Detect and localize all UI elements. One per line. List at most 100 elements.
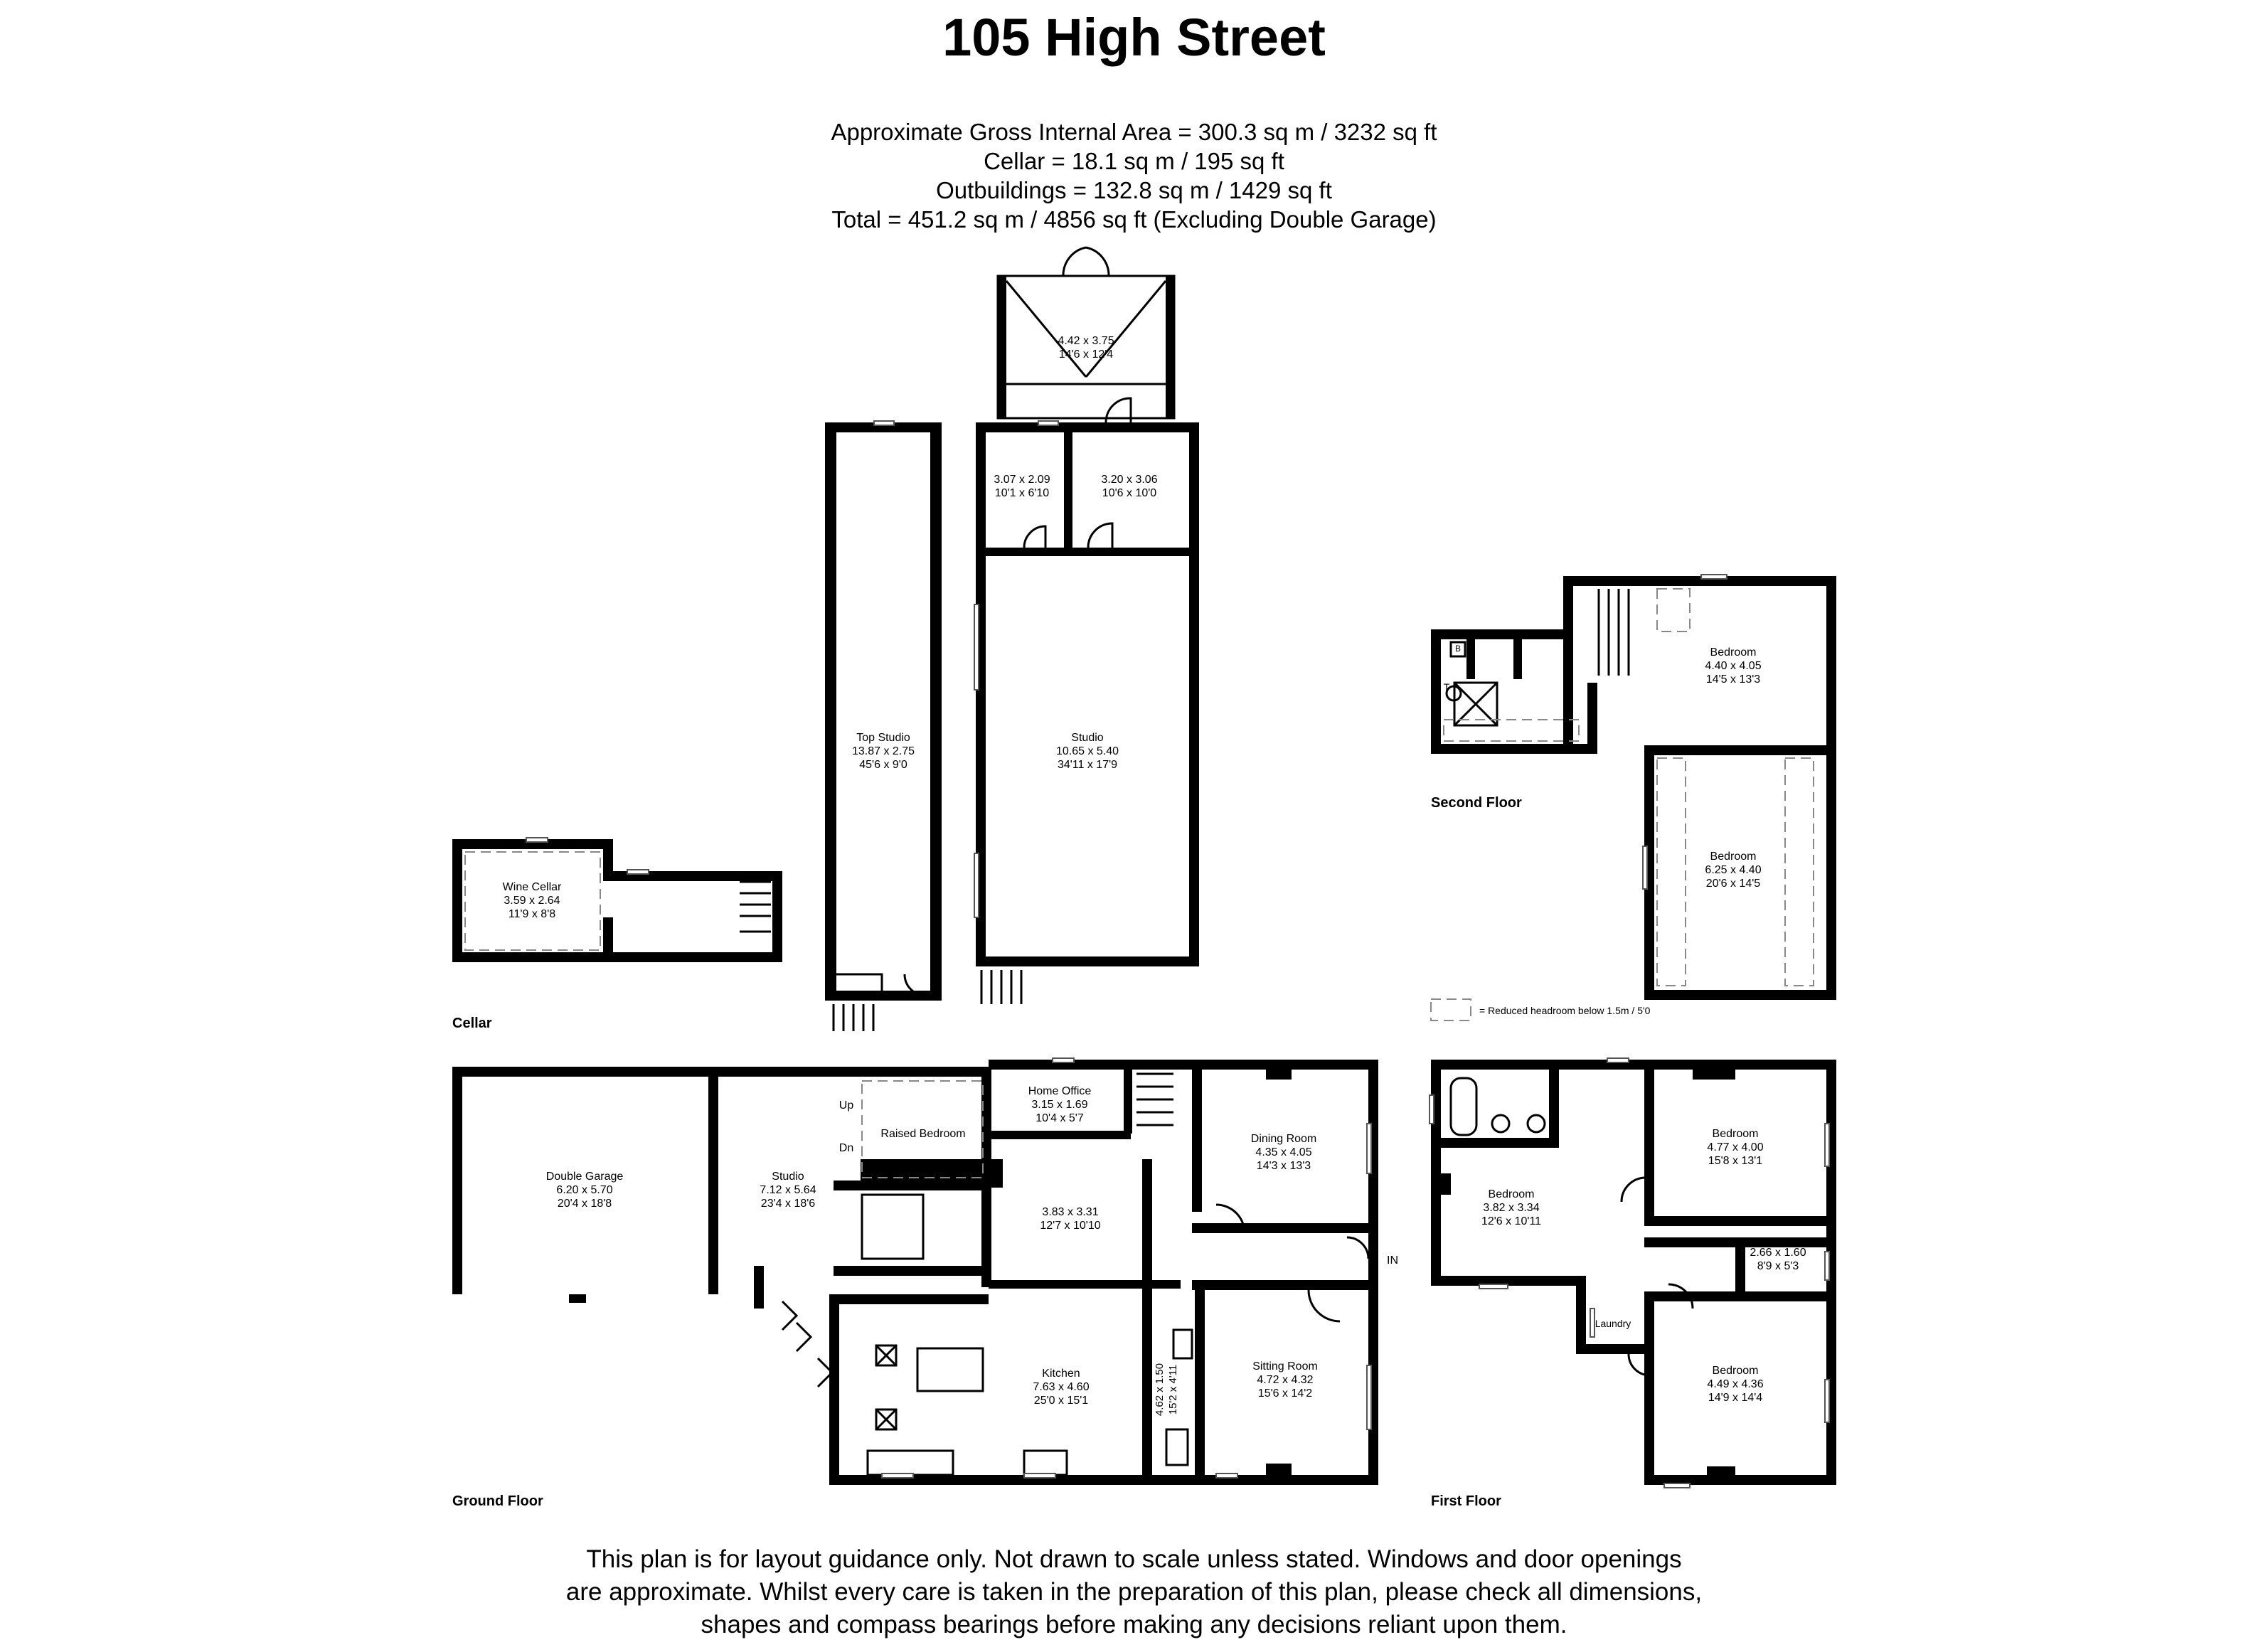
room-name: Dining Room — [1250, 1133, 1317, 1145]
room-dims-imperial: 45'6 x 9'0 — [859, 759, 907, 771]
room-dims-metric: 3.82 x 3.34 — [1483, 1202, 1540, 1214]
room-top-studio: Top Studio 13.87 x 2.75 45'6 x 9'0 — [852, 731, 915, 772]
room-dims-imperial: 14'6 x 12'4 — [1058, 348, 1114, 361]
floor-label-second: Second Floor — [1431, 795, 1522, 811]
room-dims-metric: 7.12 x 5.64 — [760, 1184, 816, 1196]
room-dims-metric: 4.49 x 4.36 — [1707, 1378, 1764, 1390]
room-bedroom-first-4: Bedroom 4.49 x 4.36 14'9 x 14'4 — [1707, 1364, 1763, 1405]
room-dims-metric: 10.65 x 5.40 — [1055, 745, 1119, 757]
room-dims-imperial: 15'8 x 13'1 — [1708, 1155, 1763, 1167]
room-name: Bedroom — [1710, 646, 1757, 659]
room-dims-metric: 3.20 x 3.06 — [1101, 474, 1158, 486]
room-name: Raised Bedroom — [880, 1128, 966, 1140]
room-dims-imperial: 14'5 x 13'3 — [1705, 673, 1761, 686]
conservatory — [996, 246, 1176, 420]
room-dims-metric: 3.15 x 1.69 — [1031, 1099, 1088, 1111]
room-dims-imperial: 25'0 x 15'1 — [1033, 1395, 1089, 1407]
room-dims-metric: 3.59 x 2.64 — [504, 895, 560, 907]
room-name: Studio — [1071, 732, 1104, 744]
room-dims-metric: 4.72 x 4.32 — [1257, 1374, 1314, 1386]
outbuildings — [825, 246, 1199, 1031]
top-studio-walls — [825, 420, 942, 1031]
room-dims-imperial: 12'7 x 10'10 — [1040, 1220, 1101, 1232]
room-dims-imperial: 14'3 x 13'3 — [1256, 1160, 1311, 1172]
room-conservatory: 4.42 x 3.75 14'6 x 12'4 — [1058, 334, 1114, 361]
room-name: Wine Cellar — [502, 881, 562, 893]
room-kitchen: Kitchen 7.63 x 4.60 25'0 x 15'1 — [1033, 1367, 1089, 1407]
room-dims-imperial: 8'9 x 5'3 — [1757, 1260, 1799, 1272]
room-dims-metric: 2.66 x 1.60 — [1750, 1247, 1806, 1259]
room-name: Studio — [772, 1171, 804, 1183]
disclaimer: This plan is for layout guidance only. N… — [0, 1543, 2268, 1641]
room-dims-imperial: 14'9 x 14'4 — [1708, 1392, 1763, 1404]
room-dims-metric: 13.87 x 2.75 — [851, 745, 915, 757]
ground-floor-plan — [452, 1057, 1378, 1485]
room-raised-bedroom: Raised Bedroom — [880, 1127, 965, 1141]
room-dims-metric: 7.63 x 4.60 — [1033, 1381, 1090, 1393]
room-name: Top Studio — [856, 732, 910, 744]
room-sitting-room: Sitting Room 4.72 x 4.32 15'6 x 14'2 — [1252, 1360, 1318, 1400]
room-home-office: Home Office 3.15 x 1.69 10'4 x 5'7 — [1028, 1085, 1092, 1125]
stair-up-label: Up — [838, 1099, 854, 1112]
room-dims-metric: 4.42 x 3.75 — [1058, 335, 1114, 347]
room-first-small: 2.66 x 1.60 8'9 x 5'3 — [1750, 1246, 1806, 1273]
studio-outbuilding-walls — [974, 397, 1199, 1004]
room-dims-imperial: 10'6 x 10'0 — [1102, 487, 1157, 499]
floor-label-first: First Floor — [1431, 1493, 1501, 1509]
room-dims-imperial: 15'6 x 14'2 — [1257, 1387, 1313, 1400]
room-dims-metric: 3.07 x 2.09 — [994, 474, 1050, 486]
room-bedroom-first-1: Bedroom 3.82 x 3.34 12'6 x 10'11 — [1481, 1188, 1541, 1228]
room-studio-ground: Studio 7.12 x 5.64 23'4 x 18'6 — [760, 1170, 816, 1210]
room-dims-imperial: 10'4 x 5'7 — [1035, 1112, 1084, 1124]
plan-title: 105 High Street — [942, 8, 1326, 67]
room-double-garage: Double Garage 6.20 x 5.70 20'4 x 18'8 — [546, 1170, 624, 1210]
room-dims-imperial: 34'11 x 17'9 — [1057, 759, 1118, 771]
boiler-mark: B — [1454, 644, 1462, 654]
floor-label-ground: Ground Floor — [452, 1493, 543, 1509]
stair-down-label: Dn — [838, 1142, 854, 1154]
room-dims-metric: 4.40 x 4.05 — [1705, 660, 1762, 672]
room-name: Home Office — [1028, 1085, 1092, 1097]
room-bedroom-second-1: Bedroom 4.40 x 4.05 14'5 x 13'3 — [1705, 646, 1761, 686]
room-dims-imperial: 20'6 x 14'5 — [1705, 878, 1761, 890]
room-outbuilding-b: 3.20 x 3.06 10'6 x 10'0 — [1101, 473, 1157, 500]
room-dims-imperial: 10'1 x 6'10 — [994, 487, 1050, 499]
area-summary: Approximate Gross Internal Area = 300.3 … — [0, 117, 2268, 234]
room-name: Bedroom — [1488, 1188, 1535, 1200]
room-dims-imperial: 15'2 x 4'11 — [1167, 1364, 1179, 1415]
area-line-outbuildings: Outbuildings = 132.8 sq m / 1429 sq ft — [936, 177, 1332, 203]
legend-reduced-headroom: = Reduced headroom below 1.5m / 5'0 — [1479, 1005, 1651, 1016]
room-dims-metric: 4.62 x 1.50 — [1154, 1363, 1166, 1417]
room-dims-imperial: 11'9 x 8'8 — [508, 908, 556, 920]
room-dims-metric: 4.35 x 4.05 — [1255, 1146, 1312, 1158]
room-dims-metric: 3.83 x 3.31 — [1042, 1206, 1099, 1218]
disclaimer-line-2: are approximate. Whilst every care is ta… — [565, 1578, 1703, 1606]
entrance-label: IN — [1387, 1254, 1398, 1267]
area-line-cellar: Cellar = 18.1 sq m / 195 sq ft — [984, 148, 1284, 174]
room-utility: 4.62 x 1.50 15'2 x 4'11 — [1153, 1363, 1180, 1416]
room-laundry: Laundry — [1594, 1318, 1631, 1329]
room-name: Bedroom — [1712, 1128, 1759, 1140]
room-name: Bedroom — [1712, 1365, 1759, 1377]
room-dims-metric: 6.25 x 4.40 — [1705, 864, 1762, 876]
cellar-plan — [452, 837, 782, 962]
room-dims-imperial: 20'4 x 18'8 — [557, 1198, 612, 1210]
room-name: Bedroom — [1710, 851, 1757, 863]
room-dims-metric: 4.77 x 4.00 — [1707, 1141, 1764, 1153]
room-name: Double Garage — [545, 1171, 624, 1183]
floor-label-cellar: Cellar — [452, 1016, 492, 1031]
room-bedroom-second-2: Bedroom 6.25 x 4.40 20'6 x 14'5 — [1705, 850, 1761, 890]
second-floor-plan — [1430, 574, 1836, 1021]
room-name: Kitchen — [1042, 1368, 1080, 1380]
room-bedroom-first-2: Bedroom 4.77 x 4.00 15'8 x 13'1 — [1707, 1127, 1763, 1168]
room-outbuilding-a: 3.07 x 2.09 10'1 x 6'10 — [994, 473, 1050, 500]
room-dims-imperial: 12'6 x 10'11 — [1481, 1215, 1542, 1227]
room-dims-imperial: 23'4 x 18'6 — [760, 1198, 816, 1210]
room-dining-room: Dining Room 4.35 x 4.05 14'3 x 13'3 — [1251, 1132, 1316, 1173]
room-dims-metric: 6.20 x 5.70 — [556, 1184, 613, 1196]
area-line-gross: Approximate Gross Internal Area = 300.3 … — [831, 119, 1437, 145]
room-name: Sitting Room — [1252, 1360, 1318, 1373]
area-line-total: Total = 451.2 sq m / 4856 sq ft (Excludi… — [831, 206, 1437, 233]
room-studio-outbuilding: Studio 10.65 x 5.40 34'11 x 17'9 — [1056, 731, 1119, 772]
